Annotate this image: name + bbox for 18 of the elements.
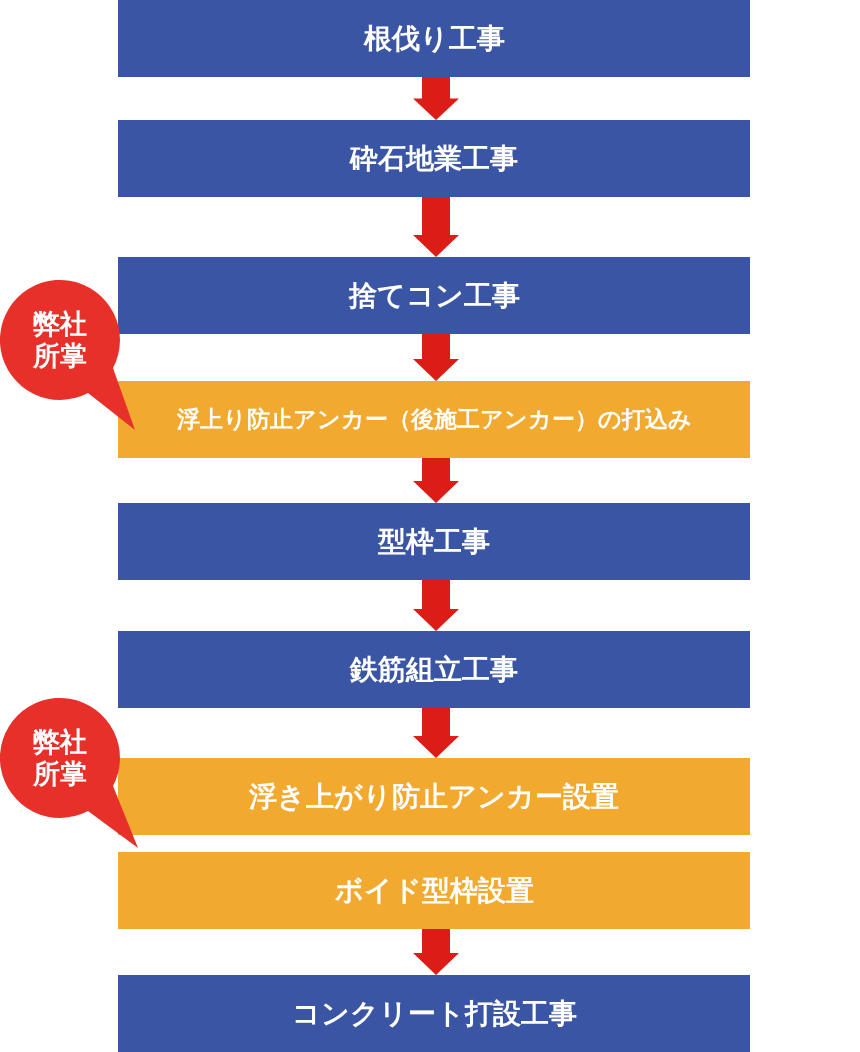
arrow [413,708,459,758]
arrow [413,334,459,381]
process-box: コンクリート打設工事 [118,975,750,1052]
process-box: 浮上り防止アンカー（後施工アンカー）の打込み [118,381,750,458]
process-box: 捨てコン工事 [118,257,750,334]
arrow [413,197,459,257]
process-box: 型枠工事 [118,503,750,580]
arrow [413,77,459,120]
process-box: 浮き上がり防止アンカー設置 [118,758,750,835]
process-box: 砕石地業工事 [118,120,750,197]
arrow [413,458,459,503]
bubble-label: 弊社所掌 [32,726,88,790]
bubble-label: 弊社所掌 [32,308,88,372]
process-box: ボイド型枠設置 [118,852,750,929]
process-box: 鉄筋組立工事 [118,631,750,708]
arrow [413,580,459,631]
process-box: 根伐り工事 [118,0,750,77]
arrow [413,929,459,975]
